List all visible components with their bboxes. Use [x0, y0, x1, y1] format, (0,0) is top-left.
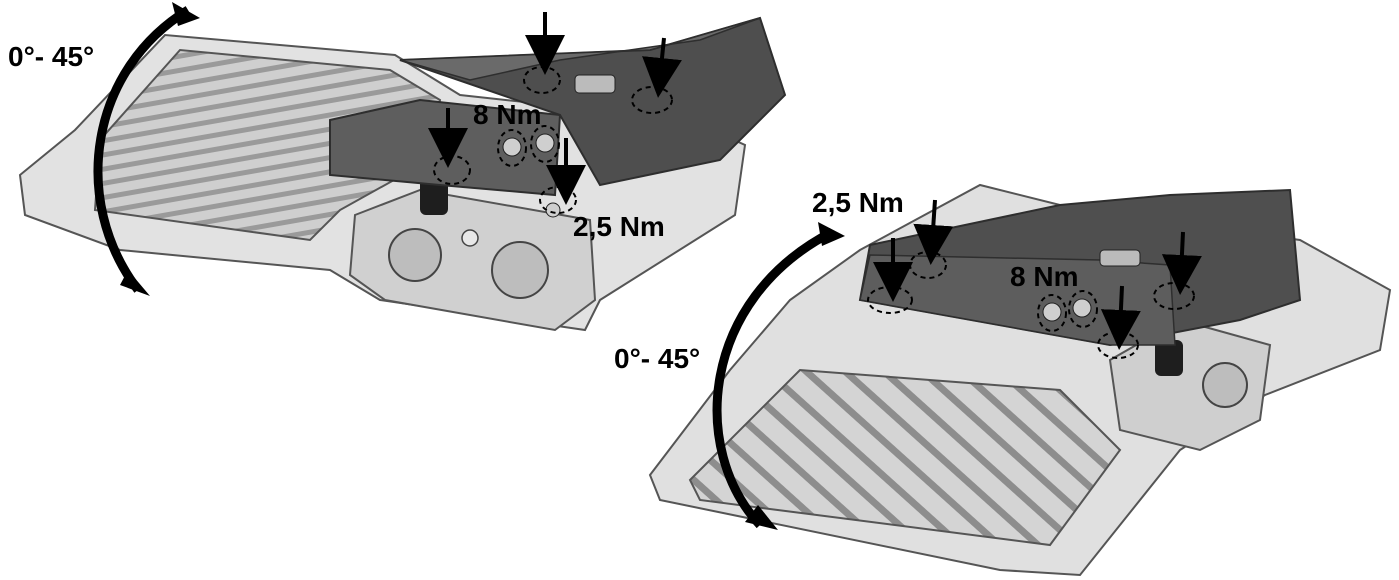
left-push-arrow — [642, 37, 682, 98]
left-torque-circle — [530, 125, 560, 163]
right-bolt — [1042, 302, 1062, 322]
right-torque-label-large: 8 Nm — [1010, 261, 1078, 292]
left-torque-circle — [497, 129, 527, 167]
right-cable-gland — [1202, 362, 1248, 408]
right-torque-circle — [909, 251, 947, 279]
right-torque-label-small: 2,5 Nm — [812, 187, 904, 218]
left-tilt-label: 0°- 45° — [8, 41, 94, 72]
left-torque-circle — [631, 86, 673, 114]
left-torque-label-large: 8 Nm — [473, 99, 541, 130]
right-heatsink — [688, 368, 1122, 547]
right-tilt-arrowhead — [818, 222, 845, 246]
left-torque-circle — [433, 155, 471, 185]
left-ground-screw — [461, 229, 479, 247]
left-cable-gland — [491, 241, 549, 299]
left-torque-label-small: 2,5 Nm — [573, 211, 665, 242]
right-push-arrow — [913, 199, 954, 265]
left-tilt-arrowhead — [120, 270, 150, 296]
left-bracket-top-face — [399, 17, 761, 81]
right-push-arrow — [1100, 285, 1141, 350]
left-torque-circle — [539, 186, 577, 214]
left-tilt-arrow — [93, 6, 191, 293]
right-fixture: 2,5 Nm 8 Nm 0°- 45° — [614, 183, 1392, 577]
right-bolt — [1072, 298, 1092, 318]
right-tilt-arrow — [712, 228, 835, 529]
left-torque-circle — [523, 66, 561, 94]
right-bracket-slot — [1099, 249, 1141, 267]
left-tilt-arrowhead — [172, 2, 200, 26]
left-bolt — [502, 137, 522, 157]
right-push-arrow — [1161, 231, 1202, 295]
right-torque-circle — [1153, 282, 1195, 310]
right-torque-circle — [1068, 290, 1098, 328]
left-bracket-slot — [574, 74, 616, 94]
left-cable-gland — [388, 228, 442, 282]
right-torque-circle — [867, 286, 913, 314]
right-tilt-arrowhead — [745, 505, 778, 530]
right-tilt-label: 0°- 45° — [614, 343, 700, 374]
right-connector — [1155, 340, 1183, 376]
right-torque-circle — [1037, 294, 1067, 332]
right-torque-circle — [1097, 331, 1139, 359]
left-screw — [545, 202, 561, 218]
left-bolt — [535, 133, 555, 153]
left-fixture: 0°- 45° 8 Nm 2,5 Nm — [8, 2, 787, 332]
